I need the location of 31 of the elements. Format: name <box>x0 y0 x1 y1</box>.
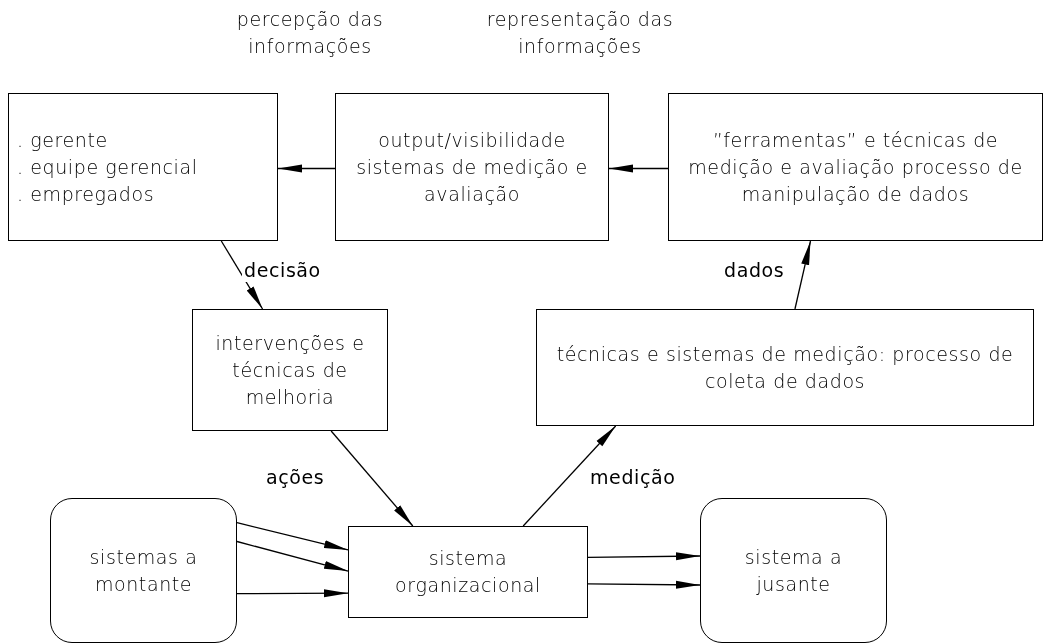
list-item: . empregados <box>17 181 156 207</box>
arrow <box>587 580 701 589</box>
downstream-box <box>700 498 887 643</box>
arrow <box>522 425 617 527</box>
node-text: ”ferramentas” e técnicas de medição e avaliação processo de manipulação de dados <box>687 127 1024 207</box>
node-text: técnicas e sistemas de medição: processo de coleta de dados <box>555 341 1015 394</box>
organization-box <box>348 526 588 618</box>
arrow <box>236 589 349 598</box>
tools-box <box>668 93 1043 241</box>
measurement-box <box>536 309 1034 426</box>
arrow <box>608 164 669 173</box>
annotation-label: representação das informações <box>485 7 675 59</box>
list-item: . equipe gerencial <box>17 154 199 180</box>
arrow <box>794 240 812 310</box>
annotation-label: percepção das informações <box>235 7 385 59</box>
node-text: sistemas a montante <box>88 544 199 597</box>
output-box <box>335 93 609 241</box>
node-text: sistema organizacional <box>394 546 542 598</box>
intervention-box <box>192 309 388 431</box>
upstream-box <box>50 498 237 643</box>
arrow <box>277 164 336 173</box>
node-text: intervenções e técnicas de melhoria <box>214 330 366 410</box>
arrow <box>236 540 349 572</box>
arrow <box>330 430 414 527</box>
node-text: output/visibilidade sistemas de medição e avaliação <box>355 127 589 207</box>
list-item: . gerente <box>17 127 109 153</box>
node-text: sistema a jusante <box>743 544 844 597</box>
arrow <box>236 522 349 551</box>
arrow <box>587 552 701 561</box>
people-box <box>8 93 278 241</box>
arrow <box>220 240 264 310</box>
